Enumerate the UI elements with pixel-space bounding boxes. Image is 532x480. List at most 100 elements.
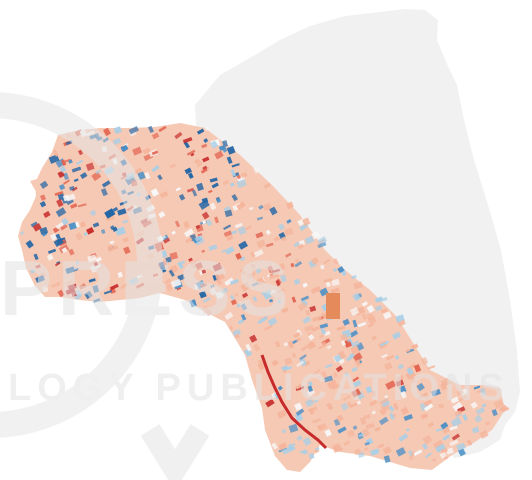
building-footprint (43, 210, 51, 218)
building-footprint (400, 406, 409, 416)
building-footprint (440, 421, 449, 430)
building-footprint (240, 303, 248, 311)
building-footprint (74, 267, 79, 271)
building-footprint (281, 236, 287, 242)
building-footprint (241, 292, 249, 299)
building-footprint (208, 189, 213, 194)
building-footprint (184, 167, 193, 175)
building-footprint (185, 237, 193, 244)
building-footprint (84, 290, 93, 300)
building-footprint (226, 156, 233, 164)
building-footprint (452, 401, 463, 412)
street-network (260, 293, 340, 450)
watermark: PRESS LOGY PUBLICATIONS (0, 92, 504, 480)
building-footprint (169, 251, 179, 260)
building-footprint (231, 194, 239, 202)
building-footprint (442, 434, 451, 441)
building-footprint (263, 291, 272, 300)
building-footprint (280, 274, 287, 283)
building-footprint (195, 224, 201, 230)
building-footprint (197, 233, 203, 237)
building-footprint (416, 382, 425, 392)
building-footprint (253, 166, 260, 174)
building-footprint (283, 342, 289, 347)
building-footprint (422, 434, 433, 445)
building-footprint (252, 296, 258, 302)
building-footprint (224, 246, 235, 255)
highlighted-building (326, 293, 340, 319)
building-footprint (482, 403, 487, 408)
building-footprint (252, 343, 261, 352)
building-footprint (351, 366, 358, 373)
building-footprint (216, 198, 222, 204)
building-footprint (320, 327, 327, 335)
building-footprint (342, 395, 351, 401)
building-footprint (75, 260, 80, 265)
building-footprint (230, 278, 239, 285)
building-footprint (224, 277, 235, 286)
building-footprint (177, 261, 184, 270)
building-footprint (420, 357, 429, 365)
building-footprint (151, 165, 160, 173)
building-footprint (356, 400, 362, 405)
building-footprint (65, 193, 76, 202)
building-footprint (35, 264, 41, 269)
building-footprint (150, 188, 159, 197)
building-footprint (151, 150, 159, 156)
building-footprint (393, 402, 399, 411)
building-footprint (309, 305, 317, 312)
building-footprint (267, 317, 278, 327)
building-footprint (129, 278, 135, 283)
watermark-ring (0, 92, 163, 438)
building-footprint (137, 171, 146, 180)
building-footprint (432, 458, 437, 462)
building-footprint (311, 325, 321, 333)
building-footprint (338, 350, 346, 360)
building-footprint (382, 446, 392, 455)
building-footprint (493, 399, 505, 409)
building-footprint (361, 301, 368, 307)
building-footprint (308, 407, 315, 415)
building-footprint (258, 204, 264, 210)
building-footprint (199, 282, 207, 288)
building-footprint (112, 137, 122, 146)
building-footprint (39, 226, 49, 235)
building-footprint (201, 143, 208, 149)
building-footprint (312, 417, 322, 424)
building-footprint (230, 230, 238, 235)
building-footprint (302, 437, 312, 447)
building-footprint (322, 313, 327, 320)
building-footprint (243, 348, 253, 358)
building-footprint (132, 146, 143, 156)
building-footprint (65, 266, 76, 275)
building-footprint (405, 348, 411, 353)
building-footprint (351, 274, 357, 280)
building-footprint (337, 426, 347, 434)
building-footprint (214, 150, 224, 160)
building-footprint (205, 309, 213, 317)
building-footprint (208, 244, 218, 251)
building-footprint (371, 335, 378, 341)
building-footprint (93, 298, 101, 303)
building-footprint (314, 285, 322, 293)
building-footprint (317, 236, 328, 246)
watermark-chevron (140, 424, 210, 480)
building-footprint (190, 152, 195, 157)
building-footprint (51, 281, 61, 289)
building-footprint (183, 221, 190, 229)
building-footprint (257, 362, 266, 371)
building-footprint (61, 159, 67, 166)
building-footprint (413, 449, 423, 456)
building-footprint (100, 229, 106, 234)
building-footprint (383, 455, 391, 463)
building-footprint (237, 319, 244, 325)
building-footprint (158, 125, 167, 133)
building-footprint (194, 234, 203, 242)
building-footprint (95, 263, 102, 270)
building-footprint (120, 282, 129, 290)
building-footprint (369, 399, 378, 407)
building-footprint (352, 380, 362, 388)
building-footprint (307, 341, 317, 350)
building-footprint (87, 254, 97, 263)
